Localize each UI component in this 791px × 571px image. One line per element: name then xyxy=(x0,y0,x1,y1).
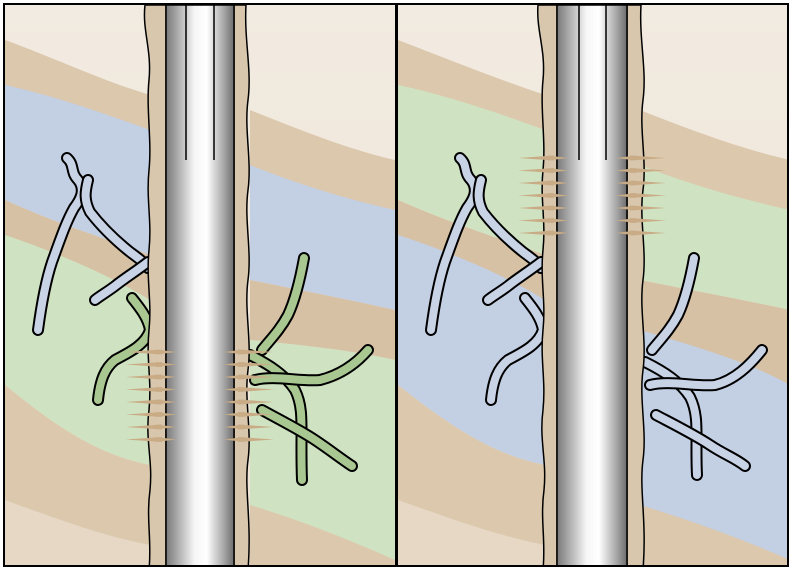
perforation-tunnel xyxy=(548,230,568,236)
perforation-tunnel xyxy=(518,218,554,223)
oil-fracture-network-left xyxy=(92,292,156,406)
oil-zone-right xyxy=(250,340,395,565)
water-fracture-network xyxy=(32,152,154,336)
cement-sheath-left xyxy=(536,5,558,565)
perforation-tunnel xyxy=(548,168,568,173)
perforation-tunnel xyxy=(518,230,554,236)
perforation-tunnel xyxy=(238,437,274,442)
oil-fracture-network-right xyxy=(244,252,374,486)
perforation-tunnel xyxy=(548,180,568,186)
perforation-tunnel xyxy=(630,155,666,161)
water-zone-right xyxy=(250,165,395,310)
panel-left xyxy=(5,5,395,565)
perforation-tunnel xyxy=(518,168,554,173)
perforation-tunnel xyxy=(156,437,176,442)
perforation-tunnel xyxy=(630,230,666,236)
panel-right xyxy=(398,5,788,565)
perforations-lower-zone xyxy=(126,349,274,442)
perforation-tunnel xyxy=(238,349,274,355)
perforation-tunnel xyxy=(156,399,176,405)
perforation-tunnel xyxy=(126,374,162,380)
perforation-tunnel xyxy=(630,180,666,186)
sand-band-lower-right xyxy=(250,505,395,565)
perforation-tunnel xyxy=(518,155,554,161)
perforation-tunnel xyxy=(630,193,666,198)
casing xyxy=(165,5,235,565)
panel-right-border xyxy=(396,3,789,567)
perforation-tunnel xyxy=(518,205,554,211)
perforation-tunnel xyxy=(156,424,176,430)
perforation-tunnel xyxy=(156,349,176,355)
perforation-tunnel xyxy=(156,412,176,417)
perforation-tunnel xyxy=(238,412,274,417)
perforation-tunnel xyxy=(548,205,568,211)
perforation-tunnel xyxy=(126,399,162,405)
perforation-tunnel xyxy=(238,399,274,405)
sand-band-deep xyxy=(398,500,545,565)
oil-zone-right xyxy=(640,165,788,310)
perforation-tunnel xyxy=(238,424,274,430)
perforation-tunnel xyxy=(630,218,666,223)
perforation-tunnel xyxy=(156,362,176,367)
sand-band-middle xyxy=(398,200,545,300)
water-fracture-network-right xyxy=(639,252,768,481)
perforation-tunnel xyxy=(518,193,554,198)
perforation-tunnel xyxy=(126,349,162,355)
perforation-tunnel xyxy=(548,193,568,198)
perforation-tunnel xyxy=(126,437,162,442)
perforation-tunnel xyxy=(126,387,162,392)
cement-sheath-right xyxy=(626,5,645,565)
perforation-tunnel xyxy=(238,387,274,392)
cement-sheath-right xyxy=(233,5,250,565)
casing xyxy=(556,5,628,565)
perforation-tunnel xyxy=(238,374,274,380)
perforation-tunnel xyxy=(630,205,666,211)
perforation-tunnel xyxy=(238,362,274,367)
sand-band-middle xyxy=(5,200,150,300)
perforation-tunnel xyxy=(630,168,666,173)
perforation-tunnel xyxy=(548,155,568,161)
perforations-upper-zone xyxy=(518,155,666,236)
perforation-tunnel xyxy=(156,387,176,392)
perforation-tunnel xyxy=(156,374,176,380)
perforation-tunnel xyxy=(518,180,554,186)
water-fracture-network-left xyxy=(425,152,549,406)
perforation-tunnel xyxy=(548,218,568,223)
perforation-tunnel xyxy=(126,362,162,367)
sand-band-middle-right xyxy=(250,280,395,360)
sand-band-deep xyxy=(5,500,150,565)
perforation-tunnel xyxy=(126,412,162,417)
perforation-tunnel xyxy=(126,424,162,430)
sand-band-lower-right xyxy=(640,505,788,565)
